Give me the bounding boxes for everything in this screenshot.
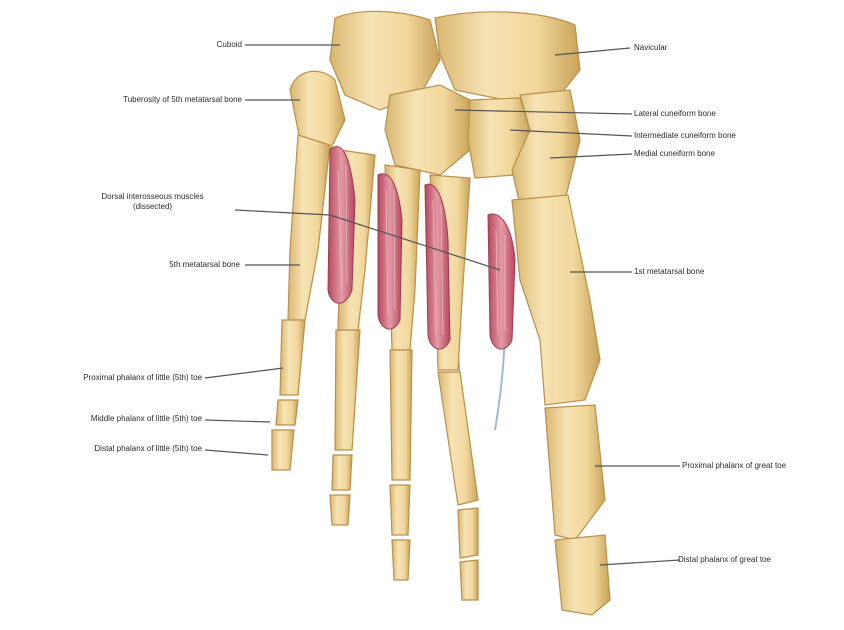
label-distal-phalanx-great: Distal phalanx of great toe xyxy=(678,555,842,565)
distal-phalanx-5th xyxy=(272,430,294,470)
proximal-phalanx-great xyxy=(545,405,605,540)
label-intermediate-cuneiform: Intermediate cuneiform bone xyxy=(634,131,834,141)
distal-phalanx-great xyxy=(555,535,610,615)
label-dorsal-interossei: Dorsal interosseous muscles (dissected) xyxy=(70,192,235,212)
label-middle-phalanx-5th: Middle phalanx of little (5th) toe xyxy=(4,414,202,424)
fifth-metatarsal xyxy=(288,135,330,320)
label-proximal-phalanx-great: Proximal phalanx of great toe xyxy=(682,461,842,471)
label-medial-cuneiform: Medial cuneiform bone xyxy=(634,149,834,159)
tendons xyxy=(340,300,505,430)
label-dorsal-interossei-line1: Dorsal interosseous muscles xyxy=(70,192,235,202)
label-5th-metatarsal: 5th metatarsal bone xyxy=(100,260,240,270)
middle-phalanx-5th xyxy=(276,400,298,425)
proximal-phalanx-5th xyxy=(280,320,305,395)
label-navicular: Navicular xyxy=(634,43,784,53)
lateral-cuneiform xyxy=(385,85,470,175)
label-proximal-phalanx-5th: Proximal phalanx of little (5th) toe xyxy=(4,373,202,383)
label-tuberosity: Tuberosity of 5th metatarsal bone xyxy=(40,95,242,105)
label-cuboid: Cuboid xyxy=(150,40,242,50)
first-metatarsal xyxy=(512,195,600,405)
label-1st-metatarsal: 1st metatarsal bone xyxy=(634,267,834,277)
label-distal-phalanx-5th: Distal phalanx of little (5th) toe xyxy=(4,444,202,454)
navicular-bone xyxy=(435,12,580,100)
label-lateral-cuneiform: Lateral cuneiform bone xyxy=(634,109,834,119)
label-dorsal-interossei-line2: (dissected) xyxy=(70,202,235,212)
